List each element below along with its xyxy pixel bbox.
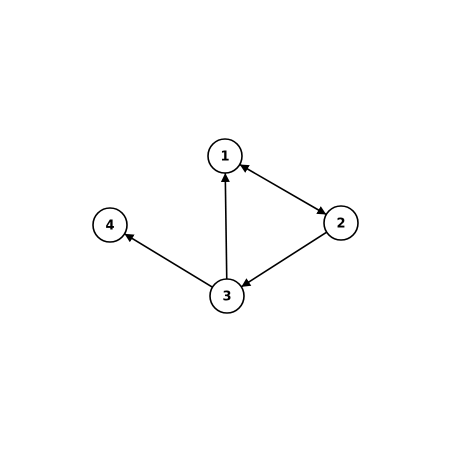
node-circle-3 [209, 278, 245, 314]
nodes-layer: 1 2 3 4 [92, 138, 359, 314]
edges-layer [124, 163, 328, 288]
node-label-3: 3 [222, 290, 231, 305]
node-circle-2 [323, 205, 359, 241]
node-label-2: 2 [336, 217, 345, 232]
node-label-4: 4 [105, 219, 114, 234]
node-circle-4 [92, 207, 128, 243]
node-3: 3 [209, 278, 245, 314]
edge-3-1 [220, 172, 230, 280]
edge-line-2-3 [240, 231, 328, 288]
edge-line-3-4 [124, 233, 213, 288]
node-label-1: 1 [220, 150, 229, 165]
edge-1-2 [239, 163, 327, 216]
node-2: 2 [323, 205, 359, 241]
node-1: 1 [207, 138, 243, 174]
edge-3-4 [124, 233, 213, 288]
edge-line-1-2 [239, 163, 327, 216]
edge-2-3 [240, 231, 328, 288]
edge-line-3-1 [220, 172, 230, 280]
node-circle-1 [207, 138, 243, 174]
node-4: 4 [92, 207, 128, 243]
